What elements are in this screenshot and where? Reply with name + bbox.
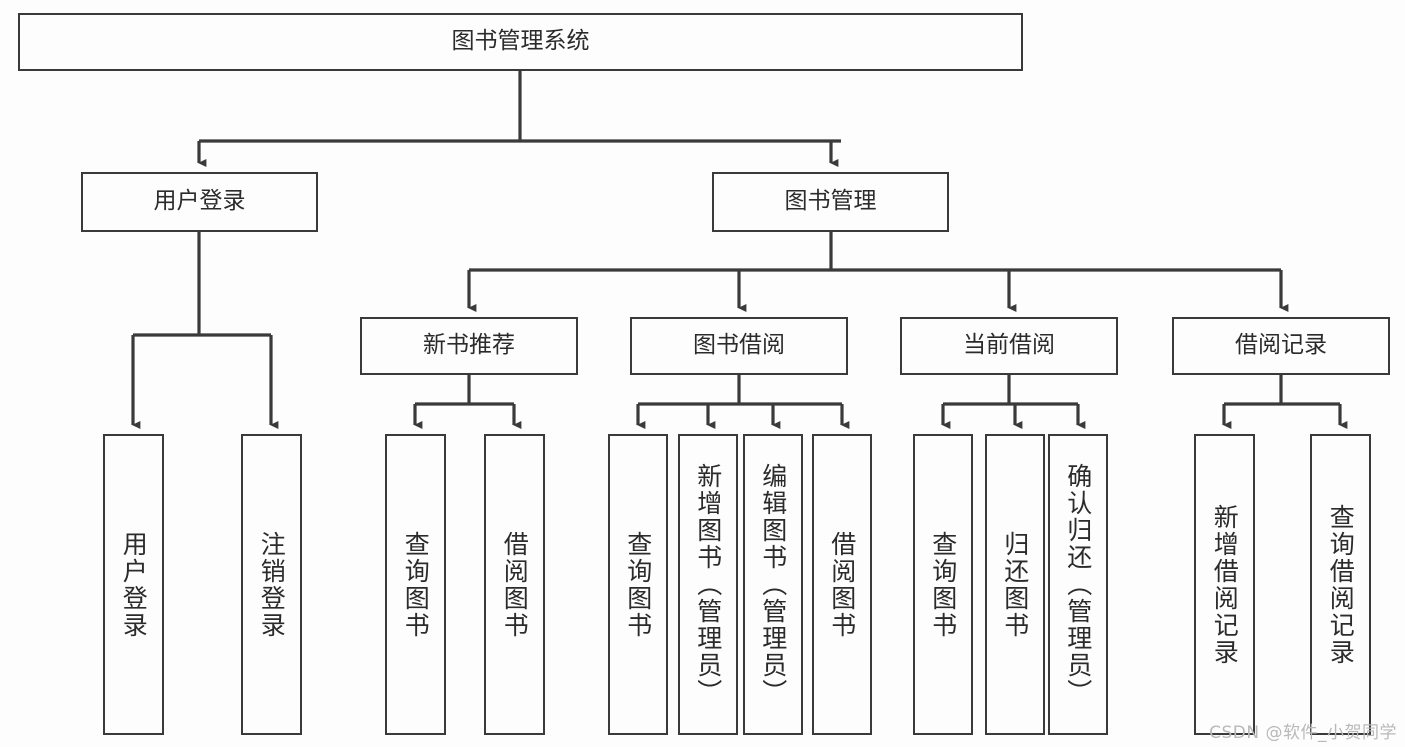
node-leaf-newbook-borrow[interactable]: 借阅图书 — [484, 434, 545, 735]
node-leaf-record-add[interactable]: 新增借阅记录 — [1194, 434, 1255, 735]
node-book-management-label: 图书管理 — [784, 188, 877, 215]
node-leaf-current-return[interactable]: 归还图书 — [985, 434, 1045, 735]
node-book-borrow[interactable]: 图书借阅 — [630, 317, 848, 375]
node-root[interactable]: 图书管理系统 — [18, 13, 1023, 71]
node-leaf-current-return-label: 归还图书 — [1000, 530, 1030, 639]
node-leaf-logout[interactable]: 注销登录 — [241, 434, 302, 735]
csdn-watermark: CSDN @软件_小贺同学 — [1209, 723, 1397, 743]
node-leaf-borrow-edit-label: 编辑图书（管理员） — [758, 463, 788, 706]
node-leaf-newbook-borrow-label: 借阅图书 — [500, 530, 530, 639]
node-leaf-borrow-query-label: 查询图书 — [623, 530, 653, 639]
node-leaf-borrow-book-label: 借阅图书 — [827, 530, 857, 639]
node-borrow-record-label: 借阅记录 — [1235, 332, 1327, 359]
node-current-borrow[interactable]: 当前借阅 — [900, 317, 1118, 375]
node-leaf-current-confirm[interactable]: 确认归还（管理员） — [1048, 434, 1108, 735]
node-book-management[interactable]: 图书管理 — [712, 172, 949, 232]
node-user-login-label: 用户登录 — [153, 188, 246, 215]
node-leaf-record-query[interactable]: 查询借阅记录 — [1310, 434, 1371, 735]
node-book-borrow-label: 图书借阅 — [693, 332, 785, 359]
node-leaf-record-add-label: 新增借阅记录 — [1210, 503, 1240, 666]
node-leaf-current-query-label: 查询图书 — [928, 530, 958, 639]
node-leaf-current-confirm-label: 确认归还（管理员） — [1063, 463, 1093, 706]
node-current-borrow-label: 当前借阅 — [963, 332, 1055, 359]
node-new-book-recommend[interactable]: 新书推荐 — [360, 317, 578, 375]
node-leaf-borrow-edit[interactable]: 编辑图书（管理员） — [743, 434, 803, 735]
node-user-login[interactable]: 用户登录 — [81, 172, 318, 232]
node-borrow-record[interactable]: 借阅记录 — [1172, 317, 1390, 375]
node-leaf-newbook-query-label: 查询图书 — [401, 530, 431, 639]
node-leaf-current-query[interactable]: 查询图书 — [913, 434, 973, 735]
node-new-book-recommend-label: 新书推荐 — [423, 332, 515, 359]
node-leaf-record-query-label: 查询借阅记录 — [1326, 503, 1356, 666]
node-leaf-borrow-add[interactable]: 新增图书（管理员） — [678, 434, 738, 735]
node-leaf-newbook-query[interactable]: 查询图书 — [385, 434, 446, 735]
node-leaf-logout-label: 注销登录 — [257, 530, 287, 639]
node-leaf-user-login[interactable]: 用户登录 — [103, 434, 164, 735]
node-leaf-user-login-label: 用户登录 — [119, 530, 149, 639]
node-leaf-borrow-query[interactable]: 查询图书 — [608, 434, 668, 735]
node-root-label: 图书管理系统 — [451, 28, 590, 55]
node-leaf-borrow-add-label: 新增图书（管理员） — [693, 463, 723, 706]
node-leaf-borrow-book[interactable]: 借阅图书 — [812, 434, 872, 735]
